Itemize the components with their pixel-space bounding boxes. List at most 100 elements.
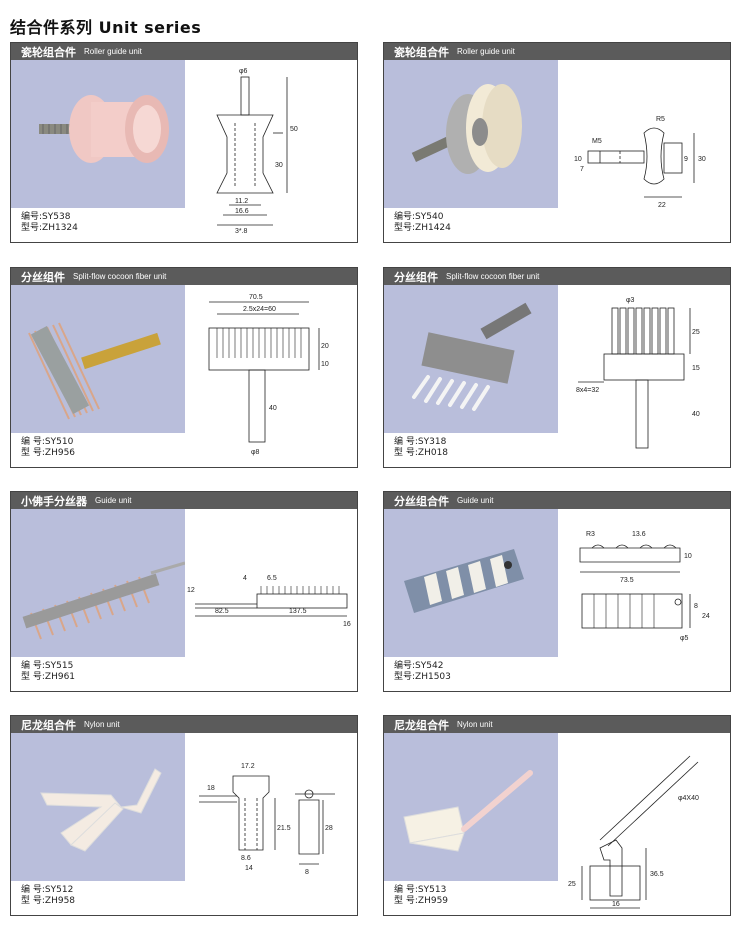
card-title-en: Nylon unit	[457, 720, 493, 729]
card-header: 尼龙组合件 Nylon unit	[384, 716, 730, 733]
dim-label: 8	[694, 603, 698, 610]
dim-label: 18	[207, 785, 215, 792]
technical-drawing: 70.5 2.5x24=60 20 10 40 φ8	[187, 288, 355, 464]
product-info: 编号:SY540 型号:ZH1424	[394, 212, 451, 234]
card-header: 分丝组合件 Guide unit	[384, 492, 730, 509]
product-info: 编号:SY542 型号:ZH1503	[394, 661, 451, 683]
code-label: 编号:	[394, 661, 416, 671]
technical-drawing: 17.2 18 21.5 28 8.6 14 8	[187, 736, 355, 912]
model-label: 型号:	[394, 672, 416, 682]
product-card-sy513: 尼龙组合件 Nylon unit 编 号:SY513 型 号:ZH959 φ4X…	[383, 715, 731, 916]
dim-label: 10	[684, 553, 692, 560]
dim-label: 30	[698, 156, 706, 163]
dim-label: 8	[305, 869, 309, 876]
product-info: 编 号:SY515 型 号:ZH961	[21, 661, 75, 683]
dim-label: R3	[586, 531, 595, 538]
card-title-en: Nylon unit	[84, 720, 120, 729]
product-model: ZH1424	[415, 223, 451, 233]
product-photo	[384, 285, 558, 433]
dim-label: 82.5	[215, 608, 229, 615]
dim-label: φ3	[626, 297, 635, 304]
card-header: 瓷轮组合件 Roller guide unit	[11, 43, 357, 60]
technical-drawing: R3 13.6 73.5 10 8 24 φ5	[560, 512, 728, 688]
dim-label: 25	[568, 881, 576, 888]
product-card-sy515: 小佛手分丝器 Guide unit 编 号:SY515 型 号:ZH961	[10, 491, 358, 692]
product-code: SY512	[44, 885, 74, 895]
card-header: 分丝组件 Split-flow cocoon fiber unit	[384, 268, 730, 285]
dim-label: 21.5	[277, 825, 291, 832]
dim-label: 2.5x24=60	[243, 306, 276, 313]
dim-label: 10	[321, 361, 329, 368]
dim-label: 25	[692, 329, 700, 336]
dim-label: 22	[658, 202, 666, 209]
card-title-cn: 尼龙组合件	[394, 718, 449, 732]
card-header: 分丝组件 Split-flow cocoon fiber unit	[11, 268, 357, 285]
product-photo	[11, 60, 185, 208]
card-title-en: Split-flow cocoon fiber unit	[446, 272, 540, 281]
card-title-en: Roller guide unit	[457, 47, 515, 56]
card-title-cn: 小佛手分丝器	[21, 494, 87, 508]
dim-label: 7	[580, 166, 584, 173]
model-label: 型号:	[394, 223, 416, 233]
product-photo	[11, 509, 185, 657]
dim-label: 28	[325, 825, 333, 832]
model-label: 型号:	[21, 223, 43, 233]
product-model: ZH956	[44, 448, 76, 458]
dim-label: 24	[702, 613, 710, 620]
card-header: 瓷轮组合件 Roller guide unit	[384, 43, 730, 60]
card-title-cn: 瓷轮组合件	[21, 45, 76, 59]
product-model: ZH958	[44, 896, 76, 906]
dim-label: 73.5	[620, 577, 634, 584]
card-title-cn: 瓷轮组合件	[394, 45, 449, 59]
dim-label: 12	[187, 587, 195, 594]
product-card-sy318: 分丝组件 Split-flow cocoon fiber unit 编 号:SY…	[383, 267, 731, 468]
dim-label: 8.6	[241, 855, 251, 862]
dim-label: 40	[692, 411, 700, 418]
code-label: 编 号:	[21, 885, 45, 895]
card-header: 尼龙组合件 Nylon unit	[11, 716, 357, 733]
dim-label: 50	[290, 126, 298, 133]
product-card-sy542: 分丝组合件 Guide unit 编号:SY542 型号:ZH1503	[383, 491, 731, 692]
product-model: ZH018	[417, 448, 449, 458]
dim-label: 16	[612, 901, 620, 908]
dim-label: 17.2	[241, 763, 255, 770]
dim-label: 16.6	[235, 208, 249, 215]
dim-label: 20	[321, 343, 329, 350]
card-title-cn: 分丝组件	[21, 270, 65, 284]
dim-label: 9	[684, 156, 688, 163]
product-code: SY513	[417, 885, 447, 895]
product-code: SY318	[417, 437, 447, 447]
product-model: ZH959	[417, 896, 449, 906]
product-card-sy510: 分丝组件 Split-flow cocoon fiber unit 编 号:SY…	[10, 267, 358, 468]
dim-label: 13.6	[632, 531, 646, 538]
technical-drawing: φ4X40 25 36.5 16	[560, 736, 728, 912]
product-info: 编 号:SY513 型 号:ZH959	[394, 885, 448, 907]
card-title-en: Guide unit	[457, 496, 494, 505]
model-label: 型 号:	[21, 896, 45, 906]
product-card-sy538: 瓷轮组合件 Roller guide unit 编号:SY538 型号:ZH13…	[10, 42, 358, 243]
model-label: 型 号:	[394, 896, 418, 906]
product-photo	[384, 733, 558, 881]
card-title-en: Split-flow cocoon fiber unit	[73, 272, 167, 281]
dim-label: 3*.8	[235, 228, 248, 235]
dim-label: 36.5	[650, 871, 664, 878]
product-photo	[384, 60, 558, 208]
model-label: 型 号:	[21, 672, 45, 682]
product-photo	[384, 509, 558, 657]
dim-label: φ8	[251, 449, 260, 456]
product-card-sy540: 瓷轮组合件 Roller guide unit 编号:SY540 型号:ZH14…	[383, 42, 731, 243]
card-title-en: Guide unit	[95, 496, 132, 505]
dim-label: 30	[275, 162, 283, 169]
technical-drawing: φ6 50 30 11.2 16.6 3*.8	[187, 63, 355, 239]
technical-drawing: M5 R5 10 7 9 30 22	[560, 63, 728, 239]
dim-label: 8x4=32	[576, 387, 599, 394]
code-label: 编号:	[21, 212, 43, 222]
dim-label: 6.5	[267, 575, 277, 582]
dim-label: 11.2	[235, 198, 248, 205]
product-info: 编 号:SY510 型 号:ZH956	[21, 437, 75, 459]
product-info: 编号:SY538 型号:ZH1324	[21, 212, 78, 234]
product-info: 编 号:SY318 型 号:ZH018	[394, 437, 448, 459]
dim-label: 70.5	[249, 294, 263, 301]
dim-label: 4	[243, 575, 247, 582]
dim-label: 16	[343, 621, 351, 628]
